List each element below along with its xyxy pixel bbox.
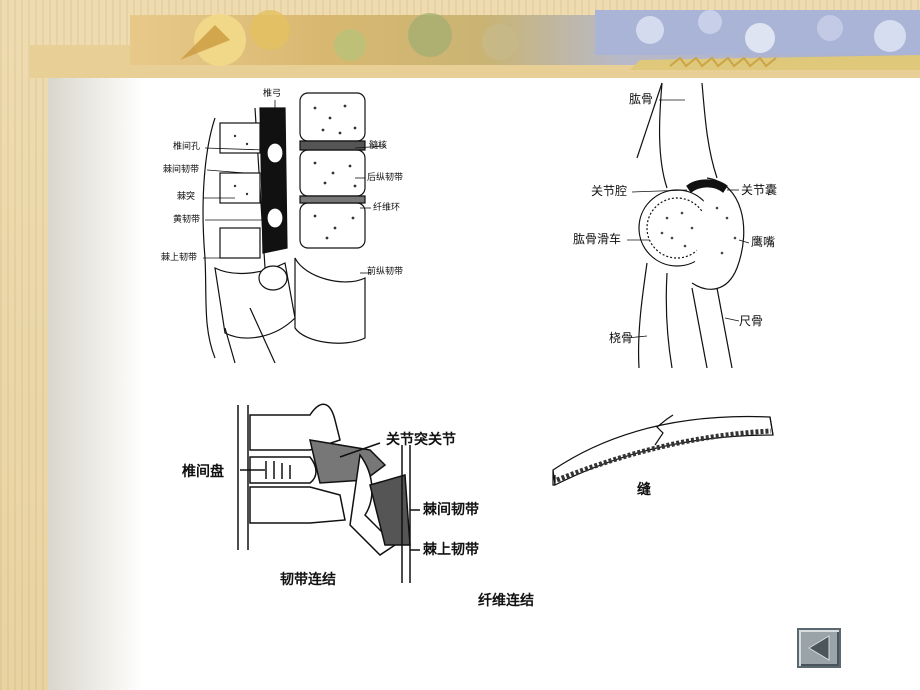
label-spinous-process: 棘突 xyxy=(177,192,196,202)
label-interspinous-ligament-2: 棘间韧带 xyxy=(423,502,479,518)
spine-drawing xyxy=(202,92,386,364)
caption-ligamentous-connection: 韧带连结 xyxy=(280,572,336,588)
spine-figure: 椎弓 椎间孔 髓核 棘间韧带 后纵韧带 棘突 纤维环 黄韧带 棘上韧带 前纵韧带 xyxy=(155,78,417,368)
elbow-drawing xyxy=(626,82,750,368)
suture-figure: 缝 xyxy=(545,405,785,505)
ligament-drawing xyxy=(237,403,420,583)
label-ligamentum-flavum: 黄韧带 xyxy=(173,215,201,225)
label-joint-capsule: 关节囊 xyxy=(741,183,778,197)
back-button[interactable] xyxy=(797,628,841,668)
label-intervertebral-disc: 椎间盘 xyxy=(182,464,224,480)
label-ulna: 尺骨 xyxy=(739,314,764,328)
label-radius: 桡骨 xyxy=(609,331,634,345)
label-supraspinous-ligament-2: 棘上韧带 xyxy=(423,542,479,558)
label-anterior-longitudinal-ligament: 前纵韧带 xyxy=(367,267,404,277)
label-joint-cavity: 关节腔 xyxy=(591,184,628,198)
elbow-figure: 肱骨 关节腔 关节囊 肱骨滑车 鹰嘴 尺骨 桡骨 xyxy=(567,78,797,368)
label-annulus-fibrosus: 纤维环 xyxy=(373,203,401,213)
label-posterior-longitudinal-ligament: 后纵韧带 xyxy=(367,173,404,183)
left-triangle-icon xyxy=(808,635,830,661)
label-facet-joint: 关节突关节 xyxy=(386,432,456,448)
label-suture: 缝 xyxy=(637,482,651,498)
ligament-figure: 关节突关节 椎间盘 棘间韧带 棘上韧带 韧带连结 xyxy=(170,395,510,590)
label-nucleus-pulposus: 髓核 xyxy=(369,141,388,151)
label-interspinous-ligament: 棘间韧带 xyxy=(163,165,200,175)
label-intervertebral-foramen: 椎间孔 xyxy=(173,142,201,152)
label-humerus: 肱骨 xyxy=(629,92,654,106)
decorative-banner xyxy=(30,0,920,78)
label-olecranon: 鹰嘴 xyxy=(751,235,776,249)
label-vertebral-arch: 椎弓 xyxy=(263,89,282,99)
label-supraspinous-ligament: 棘上韧带 xyxy=(161,253,198,263)
caption-fibrous-connection: 纤维连结 xyxy=(478,593,534,609)
suture-drawing xyxy=(552,414,774,486)
label-trochlea: 肱骨滑车 xyxy=(573,232,622,246)
